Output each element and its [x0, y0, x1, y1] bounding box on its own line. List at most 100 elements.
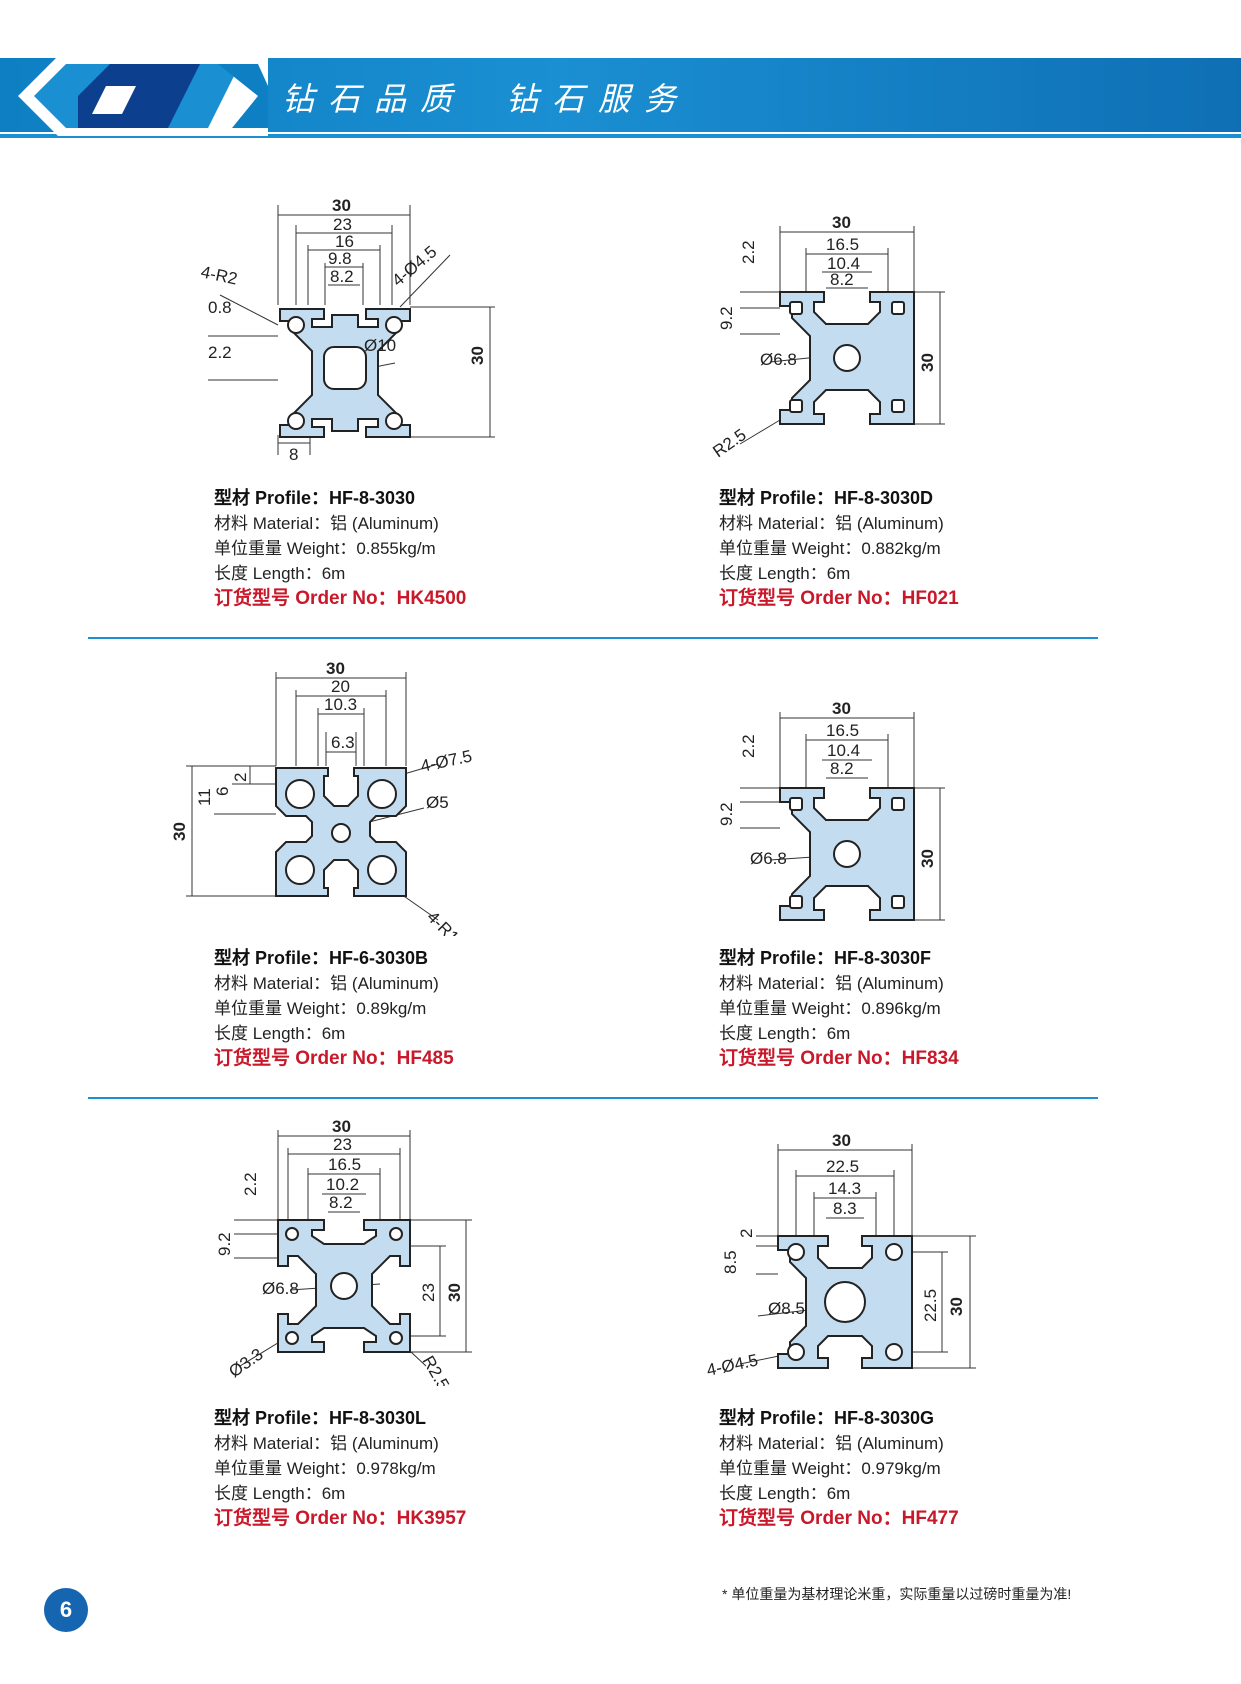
dim-label: 16	[335, 232, 354, 251]
product-weight: 单位重量 Weight：0.979kg/m	[719, 1459, 941, 1478]
dim-label: 14.3	[828, 1179, 861, 1198]
dim-label: 9.2	[717, 802, 736, 826]
dim-label: 30	[170, 822, 189, 841]
product-title: 型材 Profile：HF-8-3030G	[719, 1408, 935, 1428]
product-length: 长度 Length：6m	[719, 564, 851, 583]
dim-label: 10.2	[326, 1175, 359, 1194]
product-weight: 单位重量 Weight：0.855kg/m	[214, 539, 436, 558]
product-order-number: 订货型号 Order No：HK3957	[214, 1508, 467, 1529]
product-length: 长度 Length：6m	[214, 1024, 346, 1043]
dim-label: 30	[832, 213, 851, 232]
product-weight: 单位重量 Weight：0.896kg/m	[719, 999, 941, 1018]
dim-label: 30	[918, 353, 937, 372]
dim-label: Ø5	[426, 793, 449, 812]
dim-label: 8.2	[329, 1193, 353, 1212]
product-length: 长度 Length：6m	[719, 1484, 851, 1503]
product-order-number: 订货型号 Order No：HF021	[719, 588, 959, 609]
dim-label: 8.5	[721, 1250, 740, 1274]
product-material: 材料 Material：铝 (Aluminum)	[719, 974, 944, 993]
dim-label: 9.8	[328, 249, 352, 268]
dim-label: 2.2	[739, 734, 758, 758]
product-title: 型材 Profile：HF-8-3030D	[719, 488, 934, 508]
dim-label: 8	[289, 445, 298, 464]
dim-label: Ø10	[364, 336, 396, 355]
dim-label: 4-Ø4.5	[388, 242, 440, 290]
section-divider	[88, 1097, 1098, 1099]
product-weight: 单位重量 Weight：0.882kg/m	[719, 539, 941, 558]
dim-label: 4-Ø7.5	[419, 747, 474, 776]
product-specs: 型材 Profile：HF-8-3030F 材料 Material：铝 (Alu…	[719, 946, 959, 1071]
product-order-number: 订货型号 Order No：HF485	[214, 1048, 454, 1069]
dim-label: 16.5	[328, 1155, 361, 1174]
profile-drawing-hf-8-3030d: 30 16.5 10.4 8.2 2.2 9.2 Ø6.8 30 R2.5	[710, 213, 945, 461]
product-material: 材料 Material：铝 (Aluminum)	[214, 974, 439, 993]
product-order-number: 订货型号 Order No：HF834	[719, 1048, 959, 1069]
header-slogan: 钻石品质 钻石服务	[282, 74, 730, 120]
brand-logo	[18, 56, 268, 136]
dim-label: 2.2	[241, 1172, 260, 1196]
dim-label: Ø6.8	[750, 849, 787, 868]
dim-label: 30	[832, 699, 851, 718]
product-material: 材料 Material：铝 (Aluminum)	[719, 1434, 944, 1453]
product-weight: 单位重量 Weight：0.978kg/m	[214, 1459, 436, 1478]
dim-label: 8.2	[830, 270, 854, 289]
product-weight: 单位重量 Weight：0.89kg/m	[214, 999, 427, 1018]
profile-drawing-hf-8-3030l: 30 23 16.5 10.2 8.2 2.2 9.2 Ø6.8 Ø3.3 23…	[215, 1117, 472, 1387]
product-length: 长度 Length：6m	[719, 1024, 851, 1043]
section-divider	[88, 637, 1098, 639]
dim-label: 30	[332, 196, 351, 215]
dim-label: 8.3	[833, 1199, 857, 1218]
dim-label: 22.5	[921, 1289, 940, 1322]
dim-label: 22.5	[826, 1157, 859, 1176]
dim-label: 30	[468, 346, 487, 365]
dim-label: 2	[737, 1229, 756, 1238]
dim-label: 23	[419, 1283, 438, 1302]
product-material: 材料 Material：铝 (Aluminum)	[719, 514, 944, 533]
slogan-right: 钻石服务	[506, 80, 691, 118]
dim-label: Ø6.8	[760, 350, 797, 369]
profile-drawing-hf-8-3030: 30 23 16 9.8 8.2 4-R2 4-Ø4.5 0.8 2.2 Ø10…	[200, 196, 495, 464]
header-underline	[0, 134, 1241, 138]
product-title: 型材 Profile：HF-8-3030	[214, 488, 416, 508]
dim-label: 0.8	[208, 298, 232, 317]
dim-label: 16.5	[826, 235, 859, 254]
dim-label: 8.2	[330, 267, 354, 286]
product-material: 材料 Material：铝 (Aluminum)	[214, 1434, 439, 1453]
product-specs: 型材 Profile：HF-8-3030G 材料 Material：铝 (Alu…	[719, 1406, 959, 1531]
dim-label: 23	[333, 215, 352, 234]
dim-label: 16.5	[826, 721, 859, 740]
dim-label: 11	[195, 788, 214, 806]
profile-drawing-hf-8-3030f: 30 16.5 10.4 8.2 2.2 9.2 Ø6.8 30	[717, 699, 945, 921]
product-title: 型材 Profile：HF-6-3030B	[214, 948, 429, 968]
dim-label: 4-Ø4.5	[705, 1351, 760, 1380]
product-material: 材料 Material：铝 (Aluminum)	[214, 514, 439, 533]
product-specs: 型材 Profile：HF-8-3030D 材料 Material：铝 (Alu…	[719, 486, 959, 611]
profile-drawing-hf-8-3030g: 30 22.5 14.3 8.3 2 8.5 Ø8.5 22.5 30 4-Ø4…	[705, 1131, 976, 1380]
dim-label: 10.3	[324, 695, 357, 714]
dim-label: 9.2	[717, 306, 736, 330]
weight-footnote: * 单位重量为基材理论米重，实际重量以过磅时重量为准!	[722, 1586, 1072, 1602]
dim-label: 23	[333, 1135, 352, 1154]
dim-label: 4-R1	[423, 907, 462, 936]
dim-label: 10.4	[827, 254, 860, 273]
dim-label: 9.2	[215, 1232, 234, 1256]
dim-label: 2.2	[739, 240, 758, 264]
dim-label: 30	[332, 1117, 351, 1136]
dim-label: 8.2	[830, 759, 854, 778]
product-title: 型材 Profile：HF-8-3030L	[214, 1408, 427, 1428]
profile-drawing-hf-6-3030b: 30 20 10.3 6.3 4-Ø7.5 11 6 2 Ø5 30 4-R1	[170, 659, 474, 936]
dim-label: 6	[213, 787, 232, 796]
dim-label: 30	[918, 849, 937, 868]
dim-label: Ø8.5	[768, 1299, 805, 1318]
dim-label: Ø3.3	[225, 1345, 266, 1382]
page-number-badge: 6	[44, 1588, 88, 1632]
dim-label: 30	[947, 1297, 966, 1316]
dim-label: 30	[832, 1131, 851, 1150]
dim-label: R2.5	[419, 1353, 453, 1387]
product-title: 型材 Profile：HF-8-3030F	[719, 948, 932, 968]
dim-label: 2	[231, 773, 250, 782]
slogan-left: 钻石品质	[282, 80, 467, 118]
dim-label: 30	[326, 659, 345, 678]
product-length: 长度 Length：6m	[214, 1484, 346, 1503]
dim-label: R2.5	[710, 425, 750, 461]
